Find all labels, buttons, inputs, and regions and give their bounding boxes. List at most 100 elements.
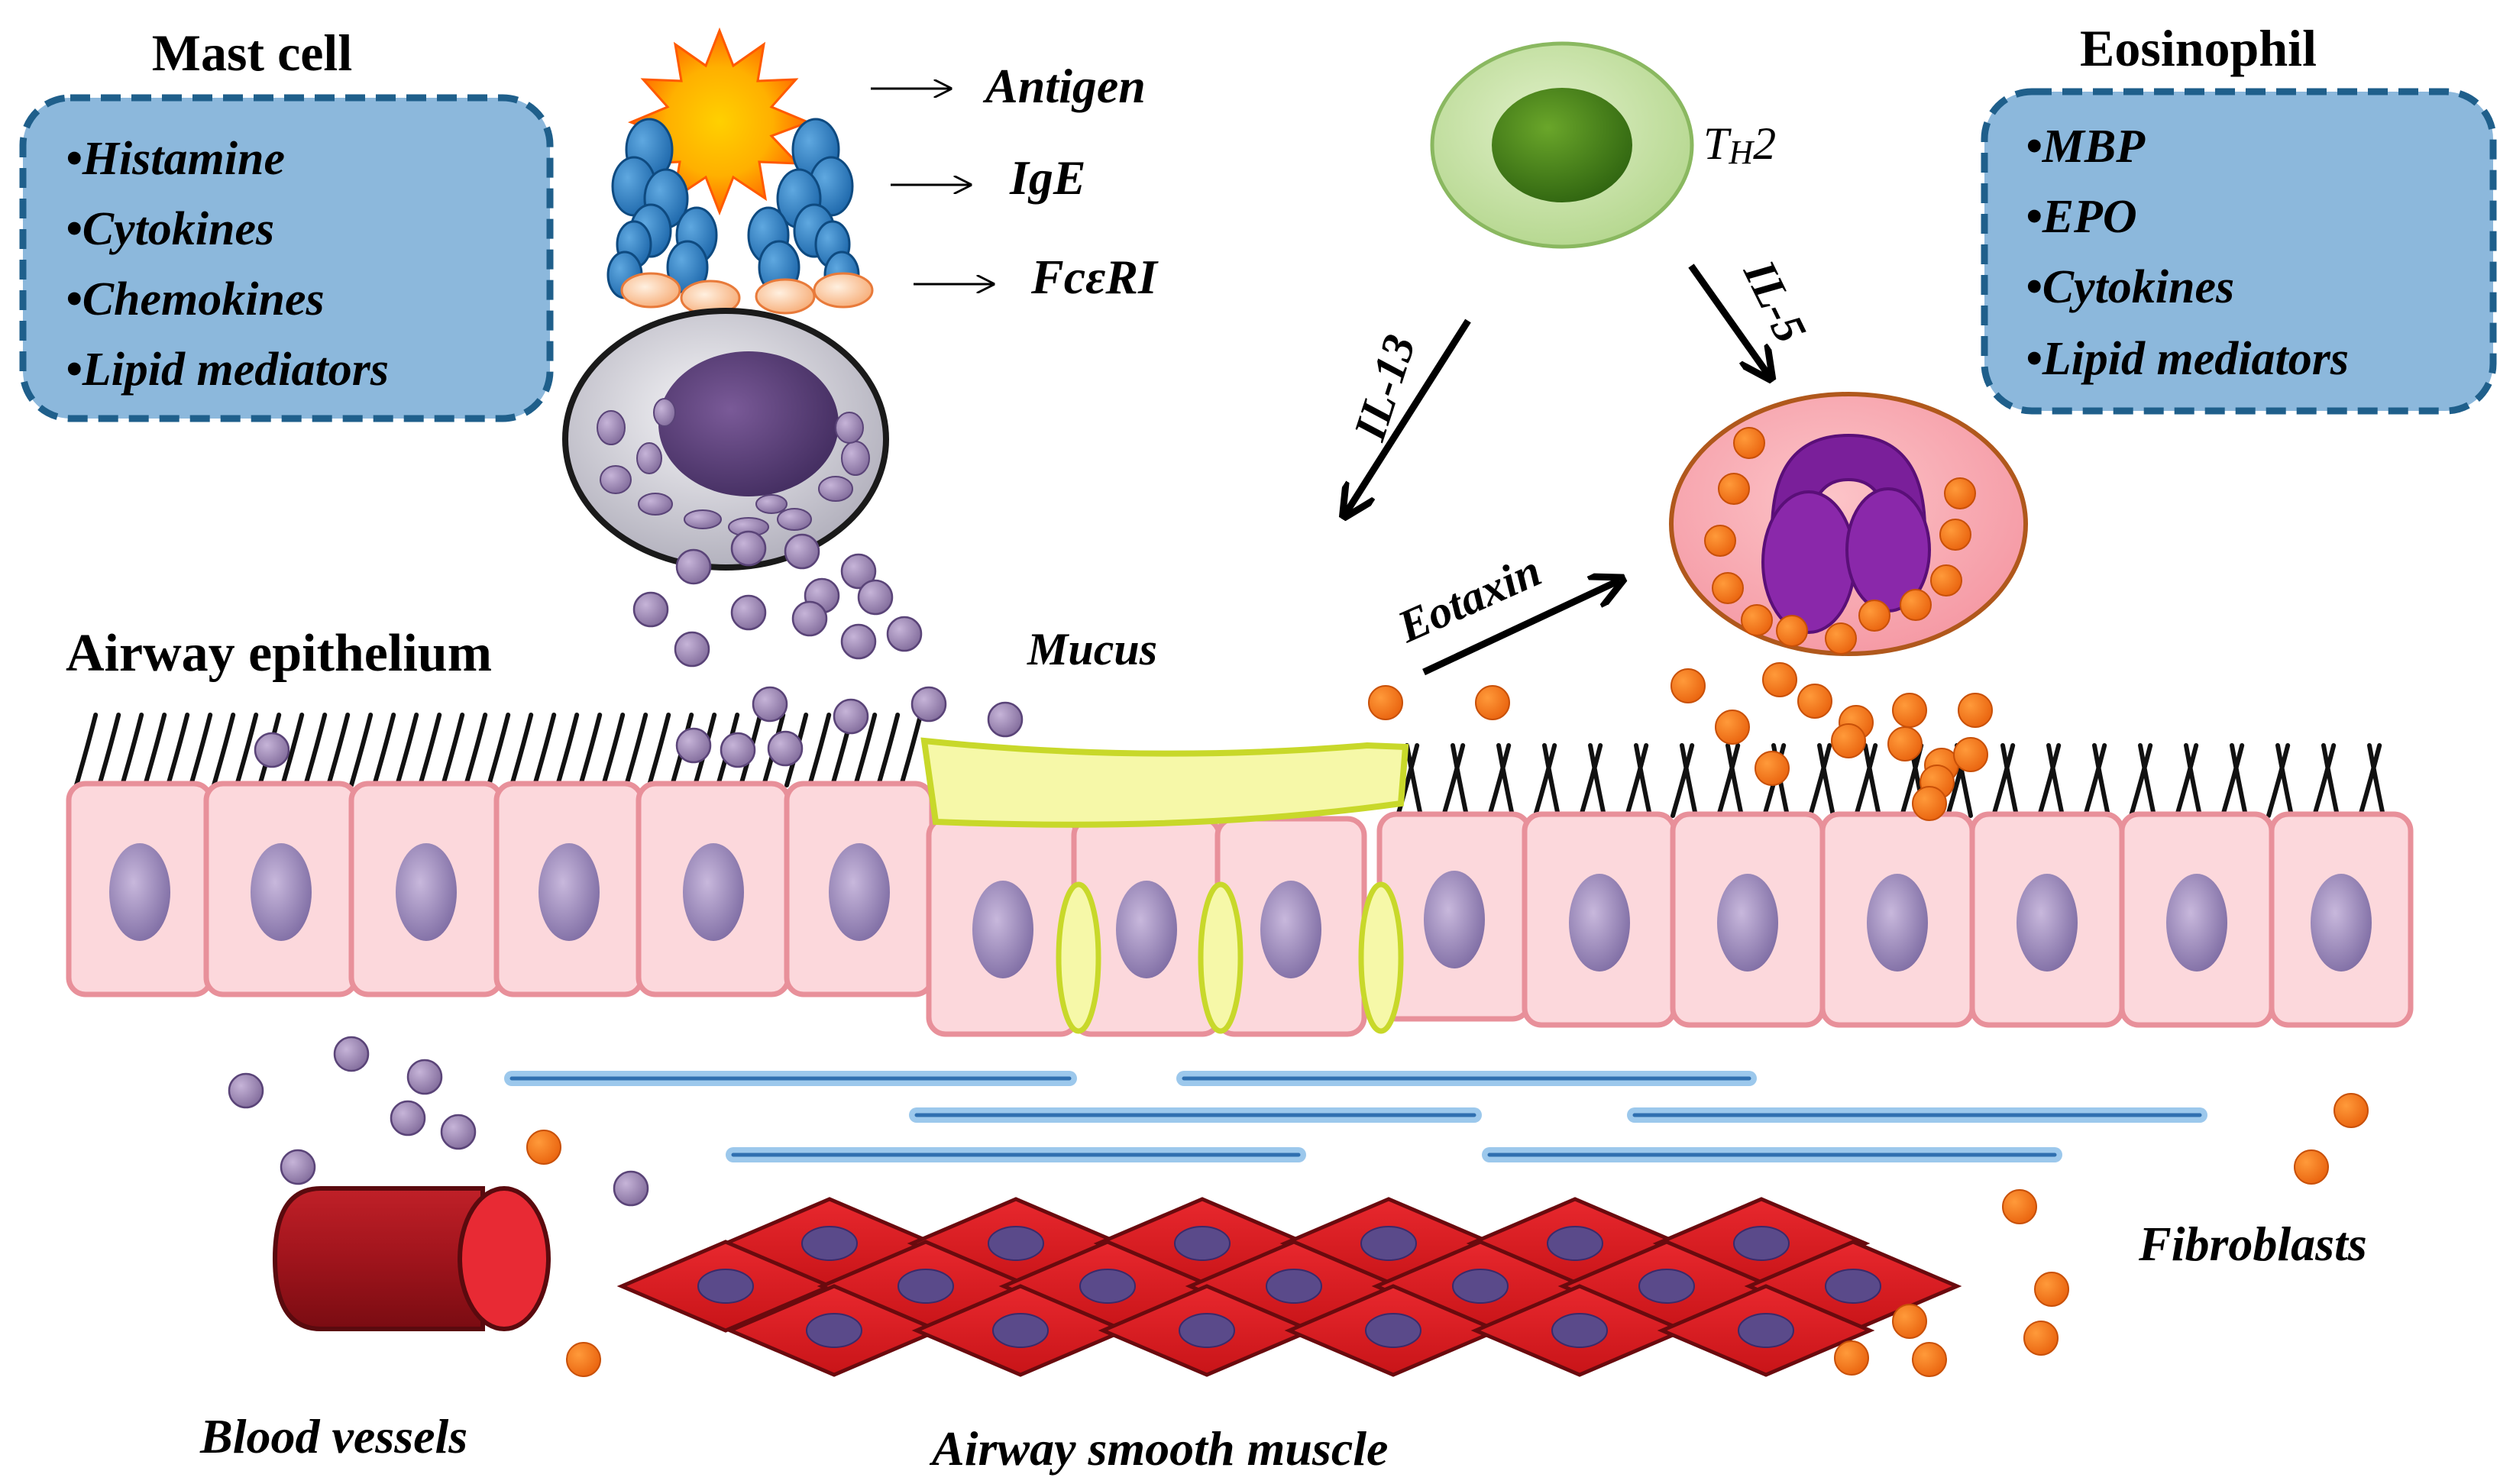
cilium — [1542, 743, 1561, 818]
mast-cell-mediator — [987, 701, 1024, 738]
fibroblast-fibers — [504, 1071, 2207, 1162]
eosinophil-mediator — [2002, 1189, 2037, 1224]
eosinophil-mediator-panel — [1981, 88, 2497, 415]
cilium — [899, 713, 923, 787]
mast-cell-mediator — [720, 732, 756, 768]
smooth-muscle-nucleus — [1452, 1269, 1509, 1304]
cilium — [97, 713, 121, 787]
mast-cell-granule — [600, 465, 632, 494]
epithelial-cell-nucleus — [2017, 874, 2078, 972]
eosinophil-item-mbp: •MBP — [2026, 121, 2146, 173]
antigen-ige-complex: Antigen IgE FcεRI — [606, 27, 1159, 316]
mast-cell-item-cytokines: •Cytokines — [66, 203, 274, 255]
mast-cell-mediator — [228, 1072, 264, 1109]
eosinophil-granule — [1718, 473, 1750, 505]
mucus-plug — [1056, 881, 1101, 1034]
mast-cell-granule — [755, 494, 788, 514]
eosinophil-mediator — [2334, 1093, 2369, 1128]
airway-epithelium — [66, 781, 2414, 1037]
eosinophil-granules — [1704, 427, 1976, 655]
mast-cell-mediator — [833, 698, 869, 735]
eosinophil-nucleus — [1761, 433, 1931, 634]
epithelial-cell-nucleus — [2166, 874, 2227, 972]
epithelial-cell-nucleus — [1867, 874, 1928, 972]
epithelial-cell-nucleus — [1717, 874, 1778, 972]
mast-cell-nucleus — [658, 351, 839, 496]
mast-cell-granule — [684, 509, 722, 529]
smooth-muscle-nucleus — [1360, 1226, 1417, 1261]
eotaxin-label: Eotaxin — [1390, 545, 1548, 653]
eosinophil-mediator — [1892, 693, 1927, 728]
eosinophil-granule — [1704, 525, 1736, 557]
smooth-muscle-nucleus — [1551, 1313, 1608, 1348]
fceri-label: FcεRI — [1030, 250, 1159, 304]
cilium — [1863, 743, 1881, 818]
eosinophil-mediator — [1762, 662, 1797, 697]
smooth-muscle-nucleus — [697, 1269, 754, 1304]
cilium — [1487, 743, 1512, 818]
mast-cell-mediator — [910, 686, 947, 723]
il5-label: IL-5 — [1734, 252, 1816, 351]
ige-label: IgE — [1009, 150, 1086, 205]
cilium — [326, 713, 351, 787]
fibroblasts-label: Fibroblasts — [2138, 1217, 2367, 1271]
epithelial-cell-nucleus — [972, 881, 1033, 978]
epithelial-cell-nucleus — [1260, 881, 1321, 978]
smooth-muscle-nucleus — [806, 1313, 862, 1348]
cilium — [647, 713, 671, 787]
eosinophil-item-lipid-mediators: •Lipid mediators — [2026, 333, 2349, 385]
mucus-label: Mucus — [1027, 624, 1157, 674]
mast-cell-mediator — [791, 600, 828, 637]
smooth-muscle-nucleus — [1547, 1226, 1603, 1261]
cilium — [234, 713, 259, 787]
airway-smooth-muscle-label: Airway smooth muscle — [929, 1421, 1388, 1476]
eosinophil-mediator — [526, 1130, 561, 1165]
mast-cell-granule — [653, 398, 676, 427]
eosinophil-mediator — [1755, 751, 1790, 786]
eosinophil-mediator — [1892, 1304, 1927, 1339]
mast-cell-granule — [597, 410, 626, 445]
cilium — [212, 713, 236, 787]
mast-cell-mediator — [767, 730, 804, 767]
cilium — [418, 713, 442, 787]
mast-cell-mediator — [840, 553, 877, 590]
mast-cell-mediator — [440, 1114, 477, 1150]
mast-cell-granules — [597, 398, 870, 537]
airway-smooth-muscle — [616, 1197, 1962, 1377]
mast-cell-mediator — [752, 686, 788, 723]
eosinophil-granule — [1712, 572, 1744, 604]
eosinophil-mediator — [566, 1342, 601, 1377]
cilium — [120, 713, 144, 787]
cilium — [1441, 743, 1466, 818]
mast-cell-mediator — [886, 616, 923, 652]
smooth-muscle-nucleus — [1179, 1313, 1235, 1348]
epithelial-cell-nucleus — [109, 843, 170, 941]
cilium — [2275, 743, 2294, 818]
mast-cell-box: Mast cell •Histamine •Cytokines •Chemoki… — [19, 24, 554, 422]
mast-cell-granule — [835, 412, 864, 444]
eosinophil-mediator — [1834, 1340, 1869, 1376]
cilium — [280, 713, 305, 787]
eosinophil-granule — [1944, 477, 1976, 509]
eosinophil-mediator — [1912, 786, 1947, 821]
eosinophil-granule — [1900, 589, 1932, 621]
mucus-layer — [920, 737, 1409, 1034]
cilium — [1817, 743, 1835, 818]
mast-cell-mediator — [613, 1170, 649, 1207]
il13-arrow: IL-13 — [1344, 318, 1471, 513]
eosinophil-title: Eosinophil — [2080, 19, 2317, 77]
eosinophil-cell — [1669, 392, 2028, 656]
cilium — [395, 713, 419, 787]
mast-cell-mediator — [730, 594, 767, 631]
cilium — [2083, 743, 2107, 818]
cilium — [2321, 743, 2340, 818]
mucus-plug — [1358, 881, 1404, 1034]
cilium — [876, 713, 901, 787]
eosinophil-granule — [1733, 427, 1765, 459]
cilium — [509, 713, 534, 787]
cilium — [2092, 743, 2110, 818]
cilium — [601, 713, 626, 787]
epithelial-cell-nucleus — [251, 843, 312, 941]
mast-cell-item-lipid-mediators: •Lipid mediators — [66, 344, 389, 396]
il5-arrow: IL-5 — [1688, 252, 1816, 376]
